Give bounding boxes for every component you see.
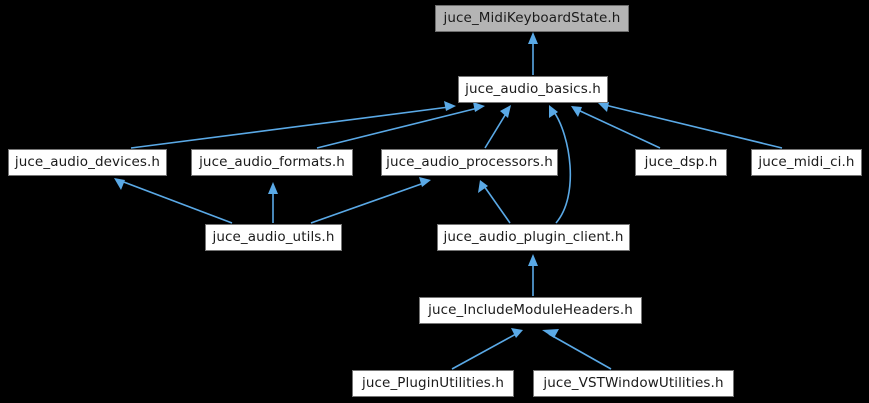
graph-node-label: juce_audio_utils.h <box>212 228 335 245</box>
arrowhead-include_headers-to-plugin_client <box>528 254 538 266</box>
edge-audio_devices-to-audio_basics <box>130 106 450 149</box>
graph-node-label: juce_audio_processors.h <box>386 153 553 170</box>
edge-audio_processors-to-audio_basics <box>484 111 508 149</box>
graph-node-midikeyboardstate[interactable]: juce_MidiKeyboardState.h <box>435 5 629 32</box>
arrowhead-audio_utils-to-audio_processors <box>419 177 431 187</box>
graph-node-label: juce_audio_formats.h <box>199 153 345 170</box>
edge-plugin_utilities-to-include_headers <box>451 333 517 370</box>
edge-audio_utils-to-audio_devices <box>120 180 233 224</box>
graph-node-label: juce_audio_basics.h <box>465 80 601 97</box>
arrowhead-plugin_client-to-audio_processors <box>478 180 488 193</box>
arrowhead-audio_formats-to-audio_basics <box>473 102 485 112</box>
graph-node-midi_ci[interactable]: juce_midi_ci.h <box>751 149 862 176</box>
graph-node-label: juce_IncludeModuleHeaders.h <box>428 301 633 318</box>
arrowhead-dsp-to-audio_basics <box>571 106 582 117</box>
graph-node-label: juce_VSTWindowUtilities.h <box>543 374 724 391</box>
arrowhead-audio_utils-to-audio_devices <box>114 178 125 190</box>
edge-vst_window-to-include_headers <box>548 333 612 370</box>
graph-node-label: juce_midi_ci.h <box>758 153 855 170</box>
graph-node-include_headers[interactable]: juce_IncludeModuleHeaders.h <box>419 297 642 324</box>
graph-node-vst_window[interactable]: juce_VSTWindowUtilities.h <box>533 370 734 397</box>
edge-audio_formats-to-audio_basics <box>316 107 479 149</box>
graph-node-plugin_utilities[interactable]: juce_PluginUtilities.h <box>352 370 514 397</box>
arrowhead-audio_basics-to-midikeyboardstate <box>528 32 538 44</box>
arrowhead-audio_devices-to-audio_basics <box>444 101 456 111</box>
arrowhead-plugin_utilities-to-include_headers <box>511 328 523 338</box>
graph-node-dsp[interactable]: juce_dsp.h <box>635 149 727 176</box>
arrowhead-plugin_client-to-audio_basics <box>549 105 558 118</box>
arrowhead-audio_utils-to-audio_formats <box>268 182 278 194</box>
arrowhead-vst_window-to-include_headers <box>542 329 559 338</box>
edge-plugin_client-to-audio_basics <box>553 111 572 224</box>
graph-node-plugin_client[interactable]: juce_audio_plugin_client.h <box>437 224 630 251</box>
graph-node-audio_devices[interactable]: juce_audio_devices.h <box>8 149 167 176</box>
arrowhead-midi_ci-to-audio_basics <box>598 102 609 112</box>
graph-node-label: juce_PluginUtilities.h <box>362 374 504 391</box>
edge-dsp-to-audio_basics <box>577 109 661 149</box>
graph-node-audio_basics[interactable]: juce_audio_basics.h <box>458 76 608 103</box>
edge-midi_ci-to-audio_basics <box>604 104 783 149</box>
graph-node-audio_processors[interactable]: juce_audio_processors.h <box>381 149 558 176</box>
arrowhead-audio_processors-to-audio_basics <box>500 105 511 118</box>
graph-node-label: juce_dsp.h <box>644 153 718 170</box>
edge-plugin_client-to-audio_processors <box>483 185 511 224</box>
graph-node-label: juce_MidiKeyboardState.h <box>443 9 621 26</box>
graph-node-label: juce_audio_plugin_client.h <box>443 228 624 245</box>
graph-node-audio_utils[interactable]: juce_audio_utils.h <box>205 224 342 251</box>
graph-node-audio_formats[interactable]: juce_audio_formats.h <box>191 149 353 176</box>
graph-node-label: juce_audio_devices.h <box>14 153 161 170</box>
edge-audio_utils-to-audio_processors <box>310 182 425 224</box>
